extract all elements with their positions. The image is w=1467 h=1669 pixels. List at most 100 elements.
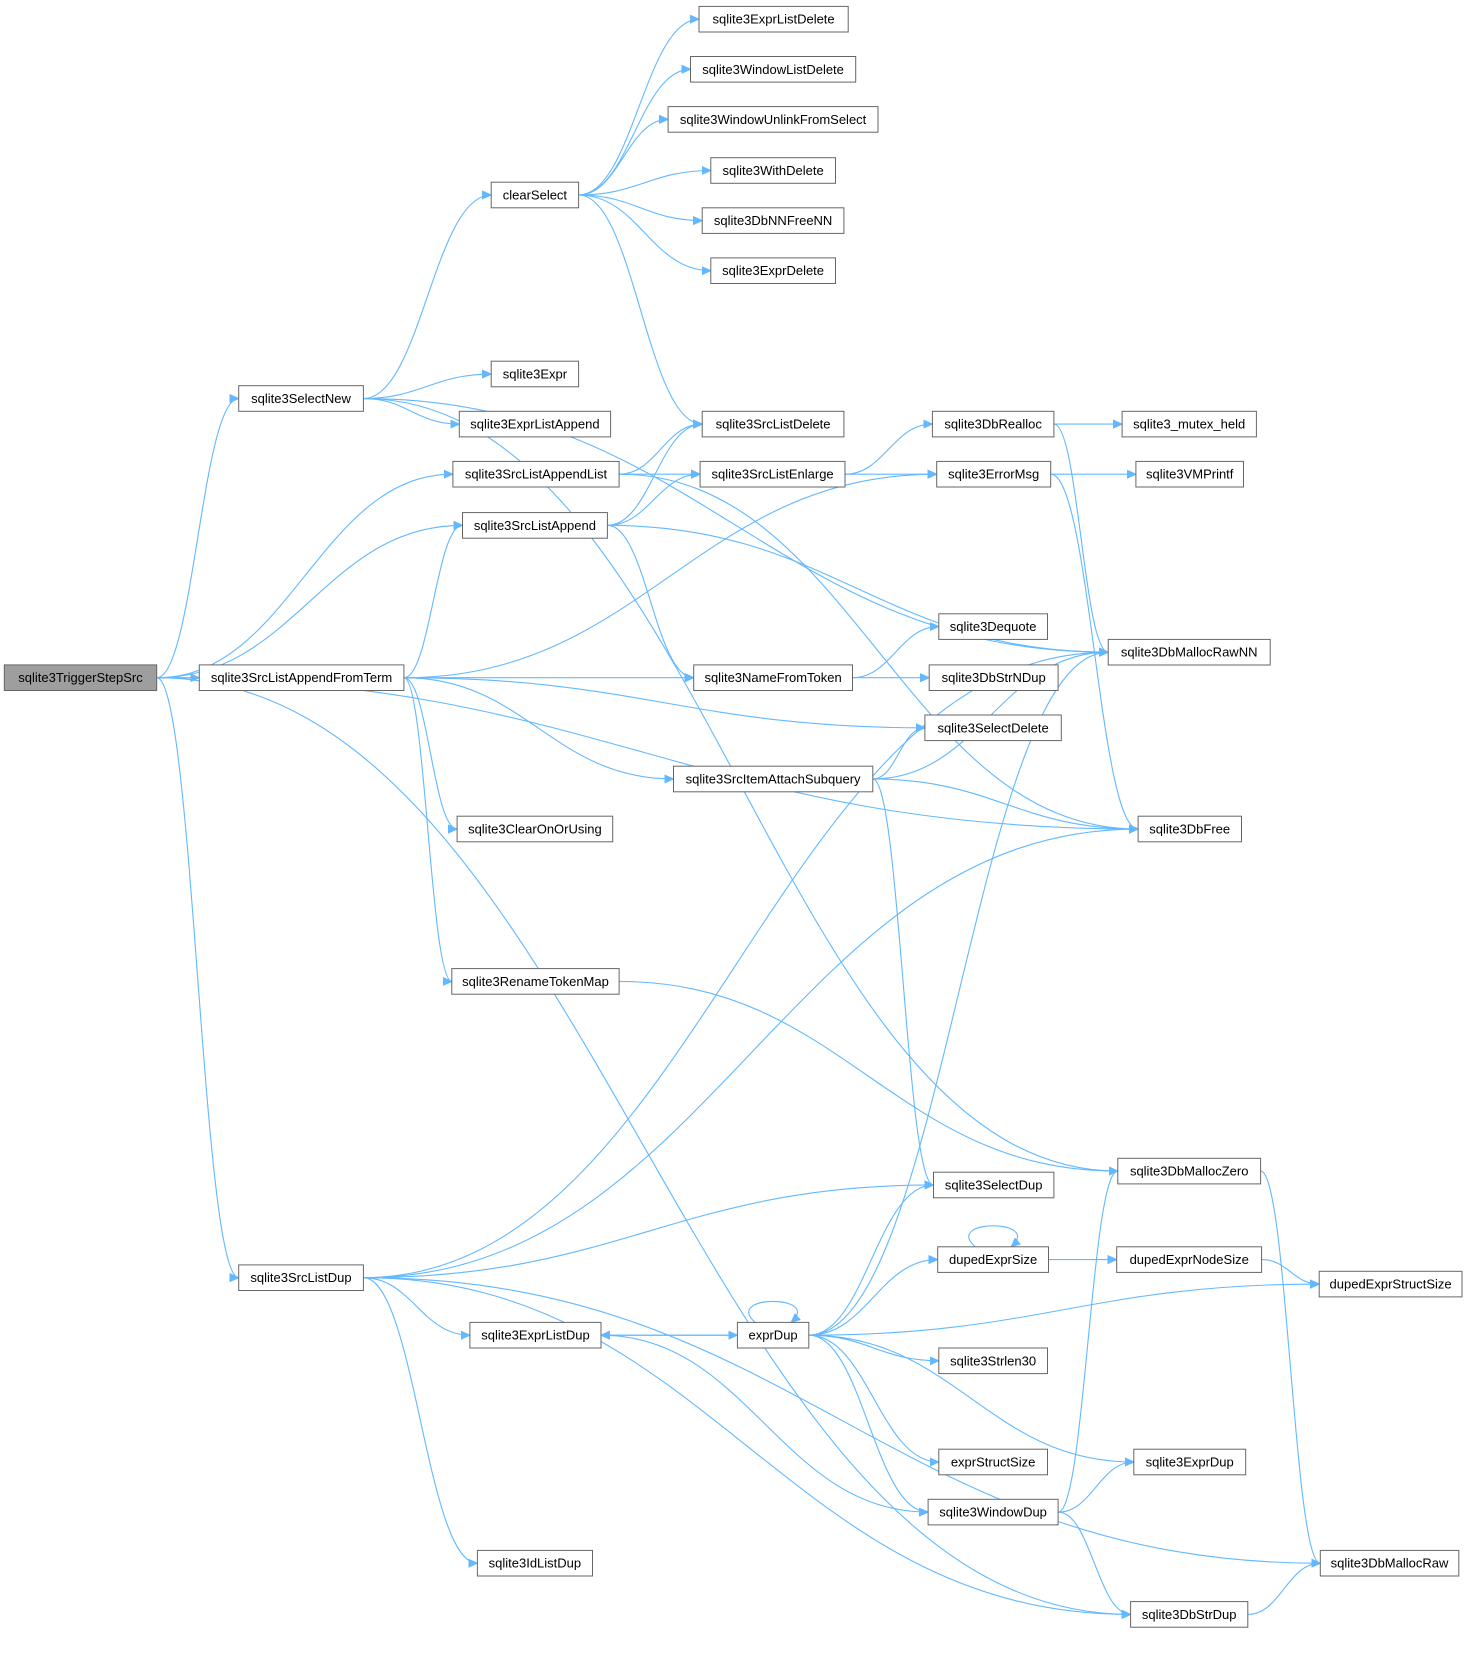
node-label: sqlite3DbFree <box>1149 822 1230 837</box>
node-sqlite3-select-dup[interactable]: sqlite3SelectDup <box>933 1171 1055 1199</box>
node-sqlite3-dequote[interactable]: sqlite3Dequote <box>938 613 1048 640</box>
node-sqlite3-strlen30[interactable]: sqlite3Strlen30 <box>938 1347 1048 1375</box>
node-sqlite3-db-free[interactable]: sqlite3DbFree <box>1137 815 1242 843</box>
node-sqlite3-src-list-enlarge[interactable]: sqlite3SrcListEnlarge <box>699 460 846 488</box>
node-box <box>1121 410 1257 438</box>
node-sqlite3-src-list-append[interactable]: sqlite3SrcListAppend <box>462 512 608 539</box>
edge-sqlite3-trigger-step-src-to-sqlite3-db-str-dup <box>156 677 1131 1615</box>
node-sqlite3-src-list-append-list[interactable]: sqlite3SrcListAppendList <box>452 460 620 488</box>
edge-sqlite3-src-list-dup-to-sqlite3-db-free <box>363 829 1138 1279</box>
node-sqlite3-expr-delete[interactable]: sqlite3ExprDelete <box>710 257 836 284</box>
node-label: sqlite3ExprListAppend <box>470 417 599 432</box>
edge-expr-dup-to-sqlite3-select-dup <box>808 1185 934 1336</box>
node-sqlite3-src-list-delete[interactable]: sqlite3SrcListDelete <box>701 410 845 438</box>
node-box <box>490 360 580 388</box>
node-box <box>933 1171 1055 1199</box>
node-label: dupedExprSize <box>949 1252 1037 1267</box>
node-box <box>673 765 874 793</box>
node-box <box>238 385 364 412</box>
node-sqlite3-mutex-held[interactable]: sqlite3_mutex_held <box>1121 410 1257 438</box>
node-sqlite3-vmprintf[interactable]: sqlite3VMPrintf <box>1135 460 1245 488</box>
node-sqlite3-db-realloc[interactable]: sqlite3DbRealloc <box>931 410 1055 438</box>
edge-sqlite3-src-list-append-from-term-to-sqlite3-rename-token-map <box>403 677 452 982</box>
node-duped-expr-size[interactable]: dupedExprSize <box>937 1246 1050 1273</box>
node-box <box>1107 638 1271 666</box>
edge-sqlite3-src-list-append-list-to-sqlite3-src-list-delete <box>619 424 702 475</box>
node-layer: sqlite3TriggerStepSrc sqlite3SelectNew sql… <box>3 5 1463 1628</box>
node-sqlite3-window-list-delete[interactable]: sqlite3WindowListDelete <box>690 56 857 83</box>
node-box <box>458 410 612 438</box>
node-sqlite3-db-str-ndup[interactable]: sqlite3DbStrNDup <box>928 664 1059 692</box>
node-label: sqlite3Strlen30 <box>950 1353 1036 1368</box>
edge-sqlite3-src-list-dup-to-sqlite3-expr-list-dup <box>363 1277 470 1336</box>
edge-sqlite3-src-list-append-list-to-sqlite3-db-free <box>619 473 1138 829</box>
node-box <box>3 664 158 692</box>
node-duped-expr-node-size[interactable]: dupedExprNodeSize <box>1116 1246 1263 1273</box>
node-label: sqlite3WindowDup <box>939 1505 1047 1520</box>
node-label: sqlite3WindowListDelete <box>702 62 844 77</box>
node-label: sqlite3RenameTokenMap <box>462 974 609 989</box>
edge-sqlite3-src-list-dup-to-sqlite3-db-str-dup <box>363 1277 1130 1615</box>
edge-sqlite3-src-list-append-to-sqlite3-src-list-enlarge <box>607 474 700 526</box>
edge-sqlite3-trigger-step-src-to-sqlite3-src-list-dup <box>156 677 239 1278</box>
node-box <box>927 1498 1059 1526</box>
node-sqlite3-clear-on-or-using[interactable]: sqlite3ClearOnOrUsing <box>456 815 614 843</box>
node-label: sqlite3DbMallocZero <box>1130 1164 1249 1179</box>
node-box <box>938 1448 1048 1476</box>
node-expr-struct-size[interactable]: exprStructSize <box>938 1448 1048 1476</box>
node-sqlite3-db-malloc-raw-nn[interactable]: sqlite3DbMallocRawNN <box>1107 638 1271 666</box>
node-label: sqlite3DbRealloc <box>944 417 1042 432</box>
edge-sqlite3-src-list-dup-to-sqlite3-select-dup <box>363 1185 933 1279</box>
node-label: sqlite3IdListDup <box>489 1556 582 1571</box>
node-sqlite3-trigger-step-src[interactable]: sqlite3TriggerStepSrc <box>3 664 158 692</box>
node-label: sqlite3SelectDelete <box>937 720 1048 735</box>
edge-expr-dup-to-duped-expr-struct-size <box>808 1284 1319 1336</box>
edge-duped-expr-node-size-to-duped-expr-struct-size <box>1261 1258 1320 1285</box>
node-sqlite3-db-malloc-raw[interactable]: sqlite3DbMallocRaw <box>1319 1549 1460 1577</box>
node-label: exprDup <box>749 1328 798 1343</box>
edge-sqlite3-src-list-append-from-term-to-sqlite3-clear-on-or-using <box>403 677 457 829</box>
node-sqlite3-expr[interactable]: sqlite3Expr <box>490 360 580 388</box>
node-sqlite3-db-malloc-zero[interactable]: sqlite3DbMallocZero <box>1117 1157 1262 1185</box>
node-label: sqlite3SrcListEnlarge <box>712 467 834 482</box>
node-box <box>690 56 857 83</box>
node-sqlite3-select-delete[interactable]: sqlite3SelectDelete <box>924 714 1062 742</box>
edge-sqlite3-error-msg-to-sqlite3-db-free <box>1050 473 1138 829</box>
node-label: sqlite3WindowUnlinkFromSelect <box>680 112 867 127</box>
node-expr-dup[interactable]: exprDup <box>736 1321 810 1349</box>
node-sqlite3-error-msg[interactable]: sqlite3ErrorMsg <box>936 460 1052 488</box>
node-sqlite3-db-str-dup[interactable]: sqlite3DbStrDup <box>1130 1601 1249 1628</box>
edge-sqlite3-src-item-attach-subquery-to-sqlite3-db-free <box>872 778 1138 829</box>
edge-sqlite3-trigger-step-src-to-sqlite3-db-free <box>156 677 1138 829</box>
node-label: sqlite3ClearOnOrUsing <box>468 822 602 837</box>
edge-sqlite3-src-list-dup-to-sqlite3-db-malloc-raw <box>363 1277 1320 1564</box>
node-sqlite3-src-item-attach-subquery[interactable]: sqlite3SrcItemAttachSubquery <box>673 765 874 793</box>
node-sqlite3-expr-list-append[interactable]: sqlite3ExprListAppend <box>458 410 612 438</box>
edge-expr-dup-to-sqlite3-db-malloc-raw-nn <box>808 652 1108 1336</box>
edge-sqlite3-name-from-token-to-sqlite3-dequote <box>852 627 938 679</box>
node-sqlite3-expr-list-dup[interactable]: sqlite3ExprListDup <box>469 1321 602 1349</box>
node-sqlite3-window-unlink-from-select[interactable]: sqlite3WindowUnlinkFromSelect <box>667 106 879 133</box>
node-sqlite3-select-new[interactable]: sqlite3SelectNew <box>238 385 364 412</box>
node-label: sqlite3SrcItemAttachSubquery <box>686 772 861 787</box>
node-sqlite3-with-delete[interactable]: sqlite3WithDelete <box>710 157 836 184</box>
node-box <box>1133 1448 1247 1476</box>
edge-sqlite3-window-dup-to-sqlite3-db-malloc-zero <box>1057 1171 1118 1513</box>
node-sqlite3-window-dup[interactable]: sqlite3WindowDup <box>927 1498 1059 1526</box>
node-sqlite3-db-nnfree-nn[interactable]: sqlite3DbNNFreeNN <box>701 207 845 234</box>
edge-sqlite3-src-list-append-from-term-to-sqlite3-src-item-attach-subquery <box>403 677 674 779</box>
node-sqlite3-src-list-dup[interactable]: sqlite3SrcListDup <box>238 1264 364 1292</box>
node-sqlite3-id-list-dup[interactable]: sqlite3IdListDup <box>476 1549 593 1577</box>
node-box <box>1130 1601 1249 1628</box>
edge-expr-dup-to-duped-expr-size <box>808 1260 938 1336</box>
node-sqlite3-expr-dup[interactable]: sqlite3ExprDup <box>1133 1448 1247 1476</box>
node-sqlite3-src-list-append-from-term[interactable]: sqlite3SrcListAppendFromTerm <box>198 664 405 692</box>
node-sqlite3-name-from-token[interactable]: sqlite3NameFromToken <box>693 664 854 692</box>
node-box <box>462 512 608 539</box>
edge-clear-select-to-sqlite3-expr-list-delete <box>578 19 699 196</box>
node-box <box>928 664 1059 692</box>
node-clear-select[interactable]: clearSelect <box>490 181 580 209</box>
node-sqlite3-expr-list-delete[interactable]: sqlite3ExprListDelete <box>698 5 849 33</box>
node-duped-expr-struct-size[interactable]: dupedExprStructSize <box>1318 1270 1463 1298</box>
node-sqlite3-rename-token-map[interactable]: sqlite3RenameTokenMap <box>451 968 620 995</box>
